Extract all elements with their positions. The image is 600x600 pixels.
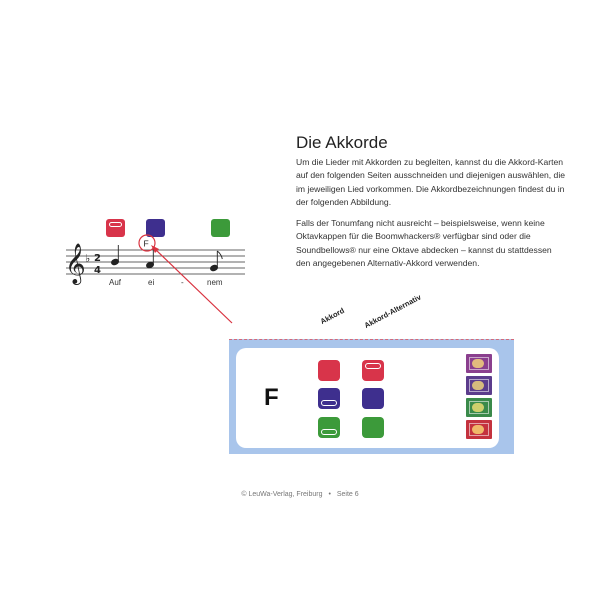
chord-card-body: F [236,348,499,448]
soundbellow-thumbnail-4 [466,420,492,439]
red-tube [106,219,125,237]
note-1 [111,245,119,266]
flat-sign: ♭ [85,252,90,265]
page-number: Seite 6 [336,491,359,498]
chord-tube-red [318,360,340,381]
green-tube [211,219,230,237]
soundbellow-thumbnail-1 [466,354,492,373]
time-signature-bottom: 4 [94,265,101,276]
octave-cap [109,222,122,227]
note-2 [146,248,154,269]
soundbellow-thumbnail-3 [466,398,492,417]
chord-tube-green [318,417,340,438]
publisher-text: © LeuWa-Verlag, Freiburg [241,491,323,498]
lyric-4: nem [207,278,223,287]
alternative-paragraph: Falls der Tonumfang nicht ausreicht – be… [296,218,552,269]
column-header-alternative: Akkord-Alternativ [362,292,423,330]
octave-cap [321,429,337,435]
lyric-2: ei [148,278,155,287]
soundbellow-thumbnail-2 [466,376,492,395]
octave-cap [321,400,337,406]
chord-letter: F [264,384,279,411]
time-signature-top: 2 [94,253,101,264]
chord-card: F [229,339,514,454]
column-header-chord: Akkord [318,305,346,326]
treble-clef-icon: 𝄞 [65,244,86,285]
alternative-tube-red [362,360,384,381]
arrow-head-icon [151,245,159,253]
chord-label-circle [138,234,156,252]
page-footer: © LeuWa-Verlag, Freiburg • Seite 6 [0,491,600,498]
staff-lines [66,249,245,275]
lyric-1: Auf [109,278,122,287]
lyric-3: - [181,278,184,287]
purple-tube [146,219,165,237]
octave-cap [365,363,381,369]
chord-label: F [144,239,149,249]
alternative-tube-purple [362,388,384,409]
chord-tube-purple [318,388,340,409]
alternative-tube-green [362,417,384,438]
note-3 [210,250,223,272]
intro-paragraph: Um die Lieder mit Akkorden zu begleiten,… [296,157,566,208]
footer-separator: • [328,491,331,498]
page-title: Die Akkorde [296,133,388,152]
